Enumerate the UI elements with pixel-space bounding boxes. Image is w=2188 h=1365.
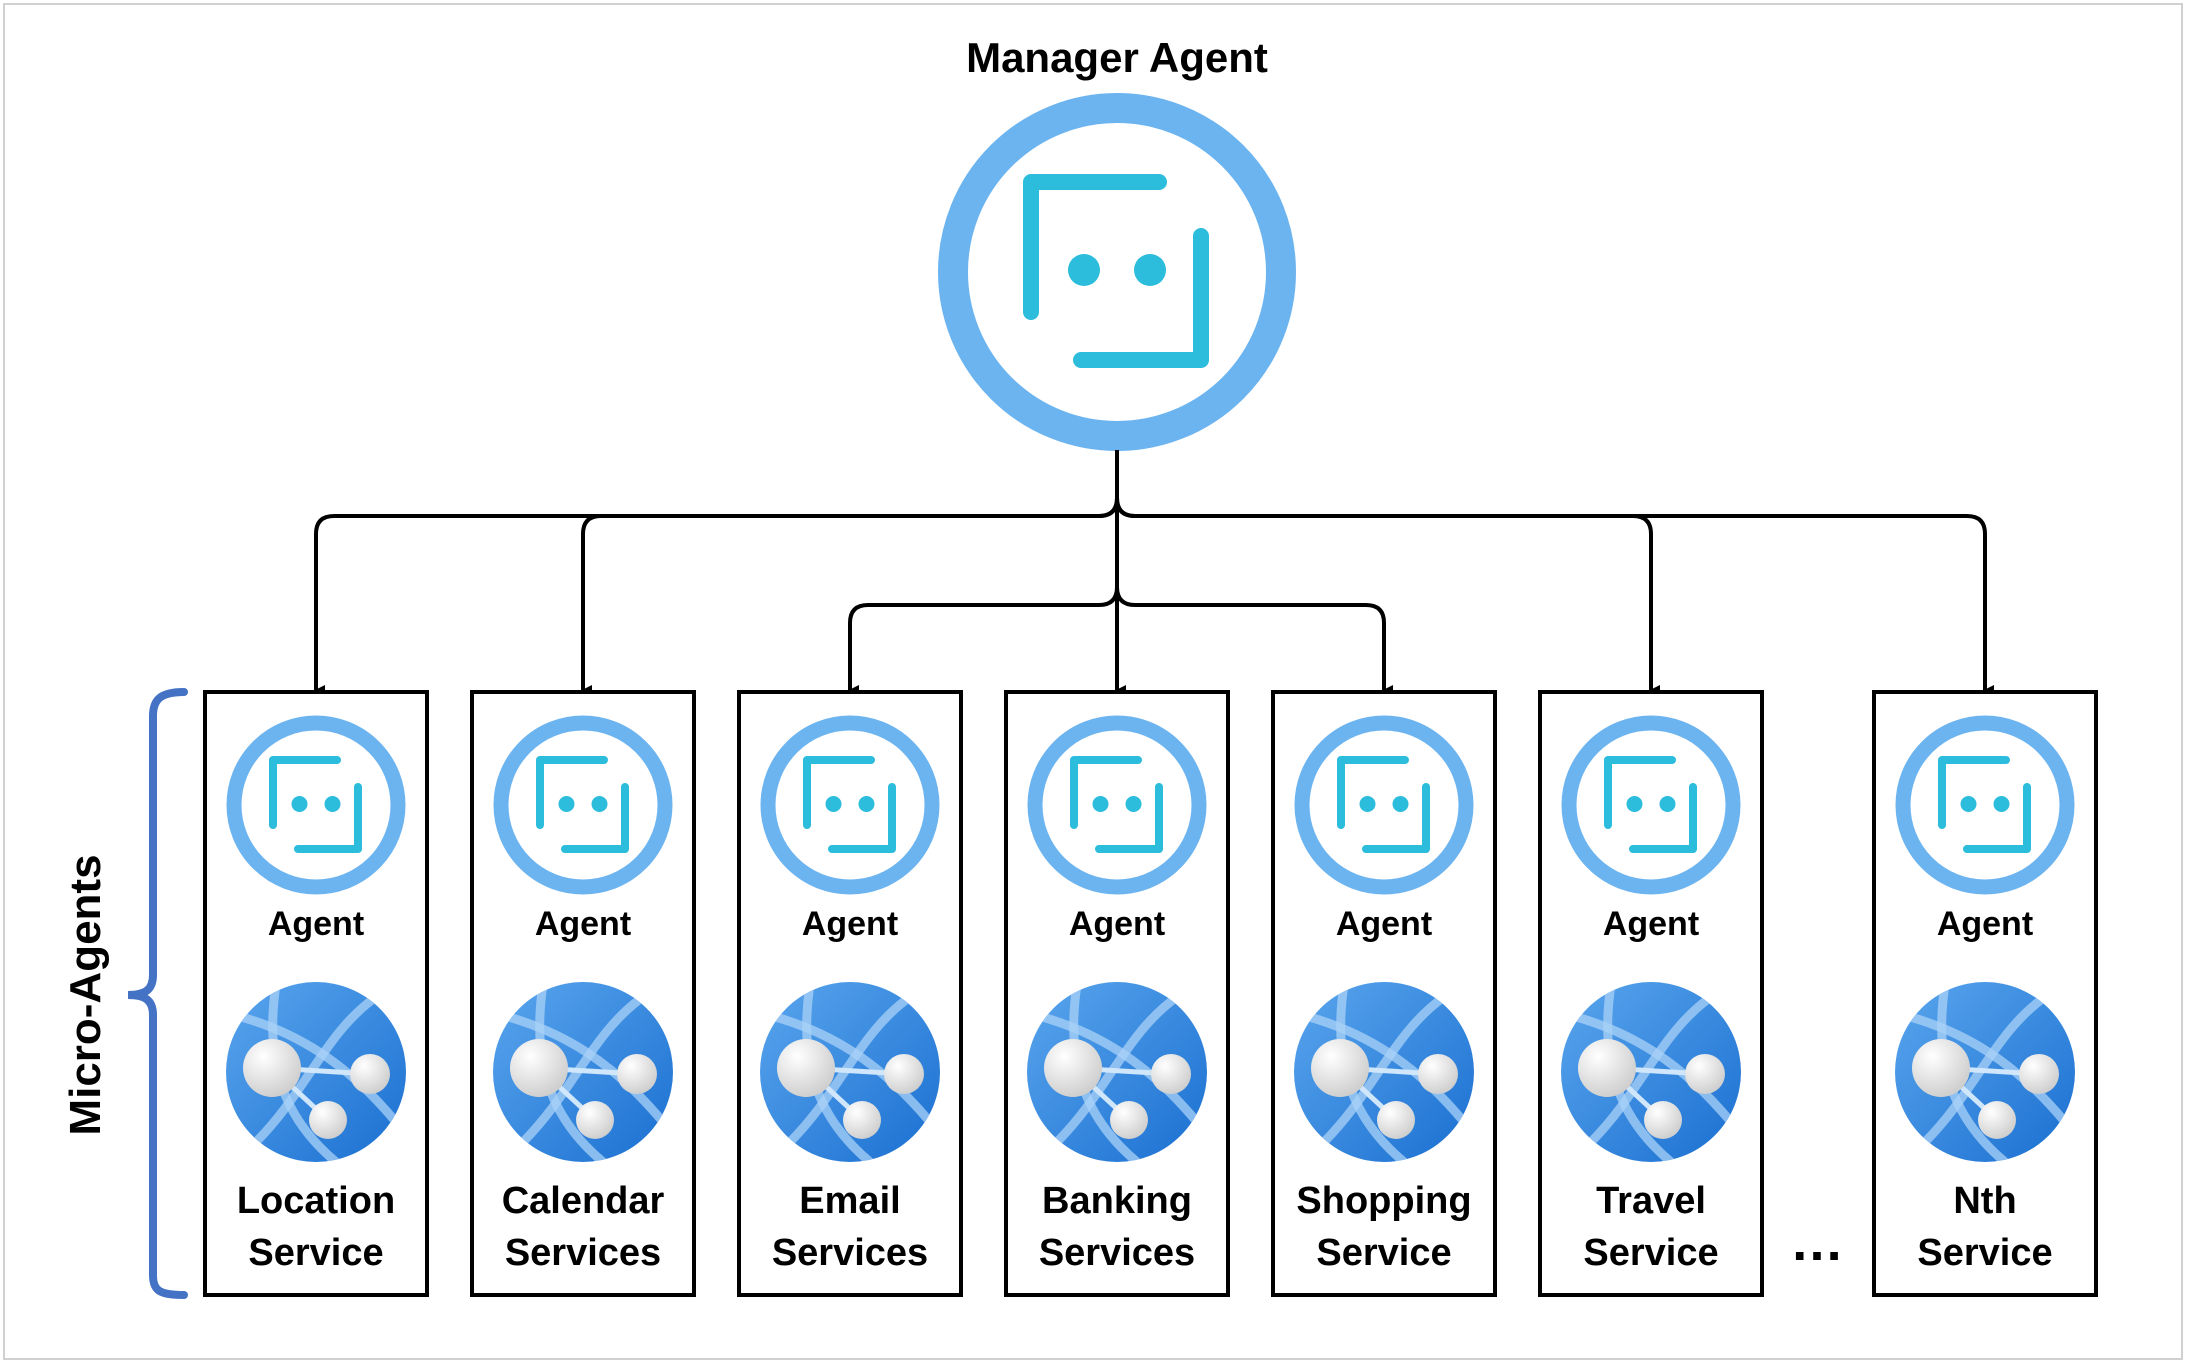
agent-bot-icon: [501, 723, 665, 887]
agent-label: Agent: [1069, 905, 1165, 943]
service-globe-icon: [226, 982, 406, 1162]
agent-label: Agent: [802, 905, 898, 943]
service-name-line1: Shopping: [1296, 1180, 1471, 1222]
service-name-line1: Travel: [1596, 1180, 1706, 1222]
agent-label: Agent: [1603, 905, 1699, 943]
agent-bot-icon: [1302, 723, 1466, 887]
branch-connector: [1115, 586, 1393, 695]
agent-label: Agent: [1336, 905, 1432, 943]
service-globe-icon: [1895, 982, 2075, 1162]
branch-connector: [314, 497, 1119, 695]
service-name-line1: Banking: [1042, 1180, 1192, 1222]
branch-connector: [1115, 497, 1994, 695]
service-name-line1: Email: [799, 1180, 900, 1222]
branch-connector: [581, 497, 1119, 695]
micro-agents-brace: [127, 688, 188, 1299]
service-globe-icon: [1027, 982, 1207, 1162]
connector-lines: [314, 450, 1994, 695]
agent-label: Agent: [535, 905, 631, 943]
agent-label: Agent: [1937, 905, 2033, 943]
service-name-line2: Services: [1039, 1232, 1195, 1274]
more-services-ellipsis: …: [1790, 1212, 1844, 1272]
service-name-line2: Service: [1583, 1232, 1718, 1274]
micro-agents-label: Micro-Agents: [61, 854, 110, 1135]
diagram-frame: [3, 3, 2183, 1360]
service-globe-icon: [1561, 982, 1741, 1162]
manager-bot-icon: [953, 108, 1281, 436]
service-name-line2: Service: [1316, 1232, 1451, 1274]
service-name-line1: Nth: [1953, 1180, 2016, 1222]
service-name-line1: Location: [237, 1180, 395, 1222]
service-globe-icon: [493, 982, 673, 1162]
service-name-line2: Service: [248, 1232, 383, 1274]
service-name-line1: Calendar: [502, 1180, 665, 1222]
manager-agent-title: Manager Agent: [966, 34, 1268, 81]
agent-bot-icon: [1903, 723, 2067, 887]
service-name-line2: Services: [772, 1232, 928, 1274]
service-name-line2: Services: [505, 1232, 661, 1274]
branch-connector: [848, 586, 1119, 695]
agent-label: Agent: [268, 905, 364, 943]
service-globe-icon: [1294, 982, 1474, 1162]
service-globe-icon: [760, 982, 940, 1162]
agent-bot-icon: [1035, 723, 1199, 887]
service-name-line2: Service: [1917, 1232, 2052, 1274]
agent-bot-icon: [1569, 723, 1733, 887]
agent-bot-icon: [234, 723, 398, 887]
agent-bot-icon: [768, 723, 932, 887]
